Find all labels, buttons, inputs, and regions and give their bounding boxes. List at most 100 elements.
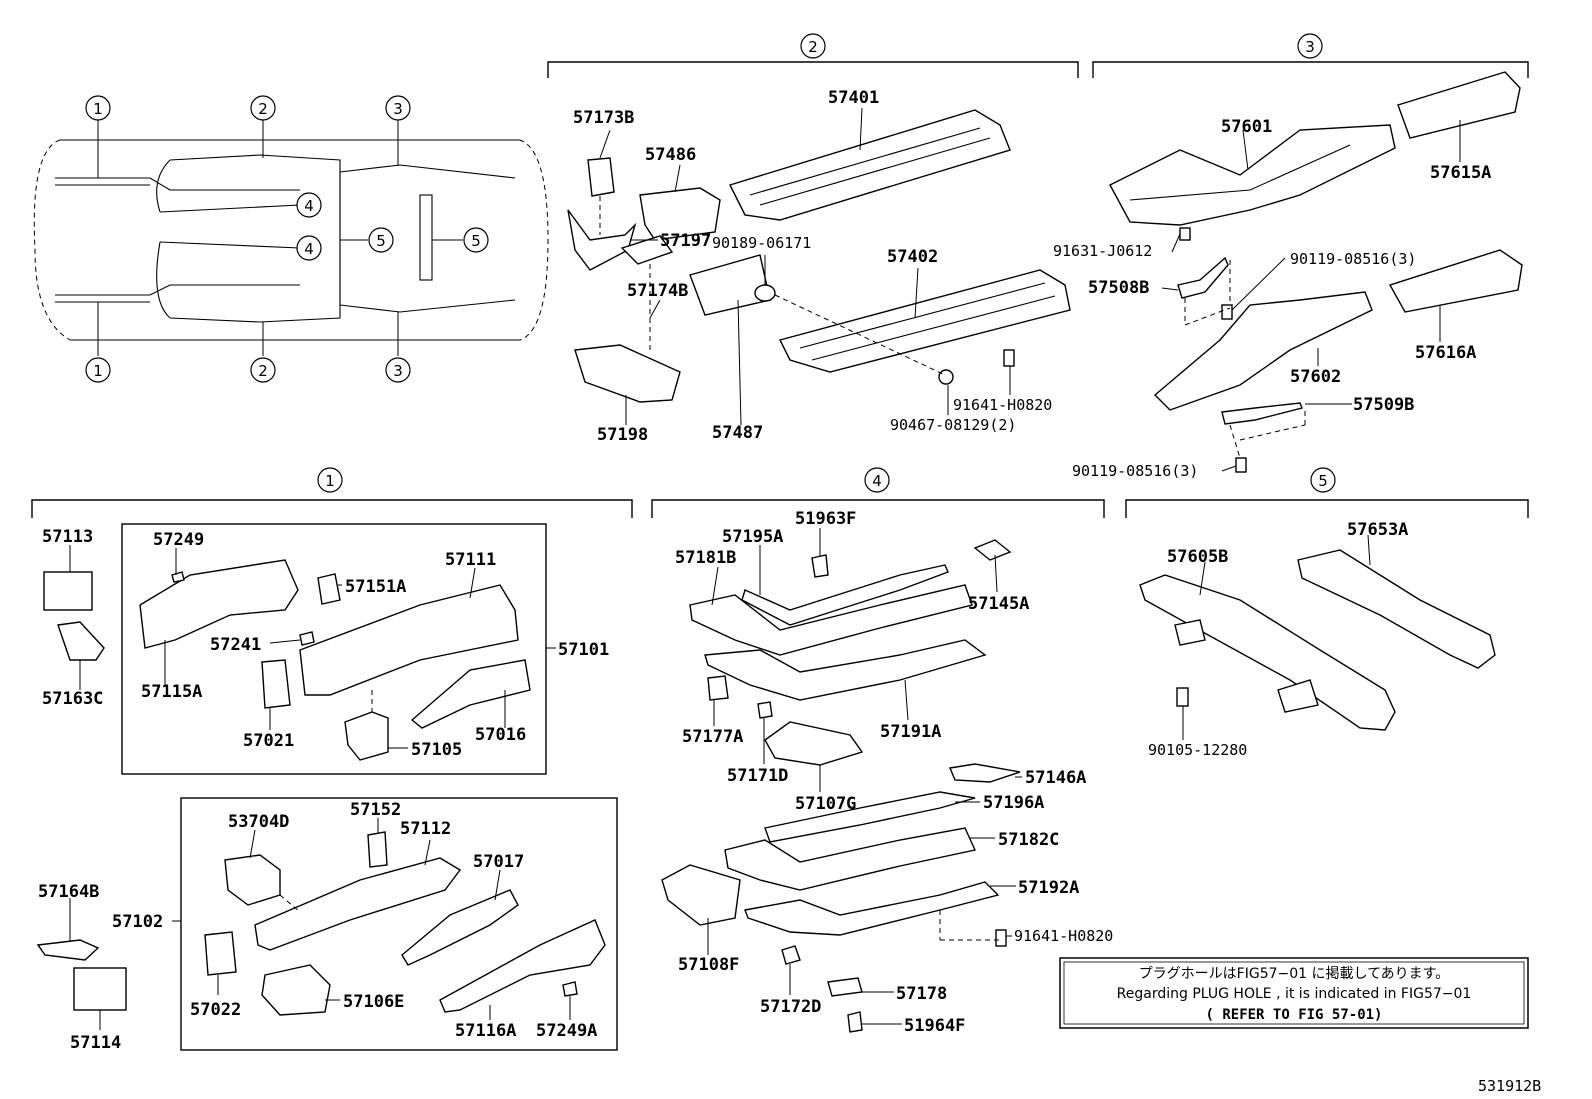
part-57198-shape [574, 344, 681, 403]
label-57601: 57601 [1221, 117, 1272, 137]
note-line-english: Regarding PLUG HOLE , it is indicated in… [1117, 986, 1472, 1002]
plug-hole-note: プラグホールはFIG57−01 に掲載してあります。 Regarding PLU… [1059, 957, 1529, 1029]
part-57164B-shape [36, 939, 100, 961]
bracket-57509B-shape [1221, 402, 1303, 425]
label-51963F: 51963F [795, 509, 856, 529]
part-57249-shape [171, 571, 185, 583]
label-57508B: 57508B [1088, 278, 1149, 298]
label-57401: 57401 [828, 88, 879, 108]
part-57114-shape [73, 967, 127, 1011]
label-57605B: 57605B [1167, 547, 1228, 567]
label-57172D: 57172D [760, 997, 821, 1017]
section-2 [567, 107, 1071, 426]
part-57021-shape [261, 659, 291, 709]
section-2-labels: 57173B 57486 57401 90189-06171 57197 571… [573, 88, 1052, 445]
part-57601-shape [1109, 124, 1396, 226]
bolt-91641-shape [1003, 349, 1015, 367]
label-57249A: 57249A [536, 1021, 597, 1041]
label-57115A: 57115A [141, 682, 202, 702]
section-4-marker: 4 [872, 472, 882, 490]
section-5 [1139, 534, 1496, 740]
part-57249A-shape [562, 981, 578, 997]
part-57486-shape [639, 187, 721, 241]
marker-2-bottom: 2 [258, 362, 268, 380]
part-57616A-shape [1388, 249, 1523, 313]
part-57192A-shape [744, 881, 1000, 936]
part-57177A-shape [707, 675, 729, 701]
bracket-57508B-shape [1177, 256, 1229, 299]
part-57241-shape [299, 631, 315, 646]
section-3-labels: 57601 57615A 91631-J0612 90119-08516(3) … [1053, 117, 1491, 480]
label-57116A: 57116A [455, 1021, 516, 1041]
label-57145A: 57145A [968, 594, 1029, 614]
part-57108F-shape [661, 864, 741, 926]
label-57174B: 57174B [627, 281, 688, 301]
section-5-marker: 5 [1318, 472, 1328, 490]
part-57487-shape [689, 254, 771, 316]
section-1-labels: 57113 57249 57111 57151A 57241 57101 571… [38, 527, 609, 1053]
part-57182C-shape [724, 827, 976, 891]
part-57113-shape [43, 571, 93, 611]
marker-1-bottom: 1 [93, 362, 103, 380]
label-57106E: 57106E [343, 992, 404, 1012]
label-57101: 57101 [558, 640, 609, 660]
part-57178-shape [827, 977, 863, 997]
label-57016: 57016 [475, 725, 526, 745]
label-57509B: 57509B [1353, 395, 1414, 415]
part-57145A-shape [973, 539, 1012, 561]
label-57021: 57021 [243, 731, 294, 751]
label-57197: 57197 [660, 231, 711, 251]
part-57112-shape [254, 857, 462, 951]
part-57196A-shape [764, 791, 976, 843]
group-box-57102 [180, 797, 618, 1051]
label-57182C: 57182C [998, 830, 1059, 850]
label-91631-J0612: 91631-J0612 [1053, 242, 1152, 260]
label-91641-H0820-b: 91641-H0820 [1014, 927, 1113, 945]
part-57173B-shape [587, 157, 615, 197]
part-57151A-shape [317, 573, 341, 605]
label-57111: 57111 [445, 550, 496, 570]
marker-5-left: 5 [376, 232, 386, 250]
marker-4-upper: 4 [304, 197, 314, 215]
part-57191A-shape [704, 639, 987, 701]
section-3-marker: 3 [1305, 38, 1315, 56]
part-57197-shape [567, 209, 637, 271]
label-57653A: 57653A [1347, 520, 1408, 540]
label-57114: 57114 [70, 1033, 121, 1053]
label-57017: 57017 [473, 852, 524, 872]
part-57022-shape [204, 931, 237, 976]
note-refer-link[interactable]: ( REFER TO FIG 57-01) [1205, 1007, 1382, 1023]
label-57108F: 57108F [678, 955, 739, 975]
part-57116A-shape [439, 919, 606, 1013]
bolt-91641b-shape [995, 929, 1007, 947]
section-brackets: 2 3 1 4 5 [31, 33, 1529, 518]
label-57164B: 57164B [38, 882, 99, 902]
section-1 [36, 523, 618, 1051]
label-51964F: 51964F [904, 1016, 965, 1036]
label-57249: 57249 [153, 530, 204, 550]
label-57178: 57178 [896, 984, 947, 1004]
label-91641-H0820-a: 91641-H0820 [953, 396, 1052, 414]
part-53704D-shape [224, 854, 281, 906]
label-57195A: 57195A [722, 527, 783, 547]
marker-2-top: 2 [258, 100, 268, 118]
part-57195A-shape [741, 564, 949, 626]
label-90105-12280: 90105-12280 [1148, 741, 1247, 759]
section-4 [661, 528, 1022, 1033]
label-57102: 57102 [112, 912, 163, 932]
part-57181B-shape [689, 584, 973, 656]
clip-90467-shape [938, 369, 954, 385]
label-57022: 57022 [190, 1000, 241, 1020]
clip-90189-shape [754, 284, 776, 302]
marker-3-top: 3 [393, 100, 403, 118]
bolt-91631-shape [1179, 227, 1191, 241]
part-57017-shape [401, 889, 519, 966]
part-57115A-shape [139, 559, 299, 649]
marker-1-top: 1 [93, 100, 103, 118]
label-57486: 57486 [645, 145, 696, 165]
label-53704D: 53704D [228, 812, 289, 832]
bolt-90119b-shape [1235, 457, 1247, 473]
label-90119-08516-a: 90119-08516(3) [1290, 250, 1416, 268]
marker-3-bottom: 3 [393, 362, 403, 380]
